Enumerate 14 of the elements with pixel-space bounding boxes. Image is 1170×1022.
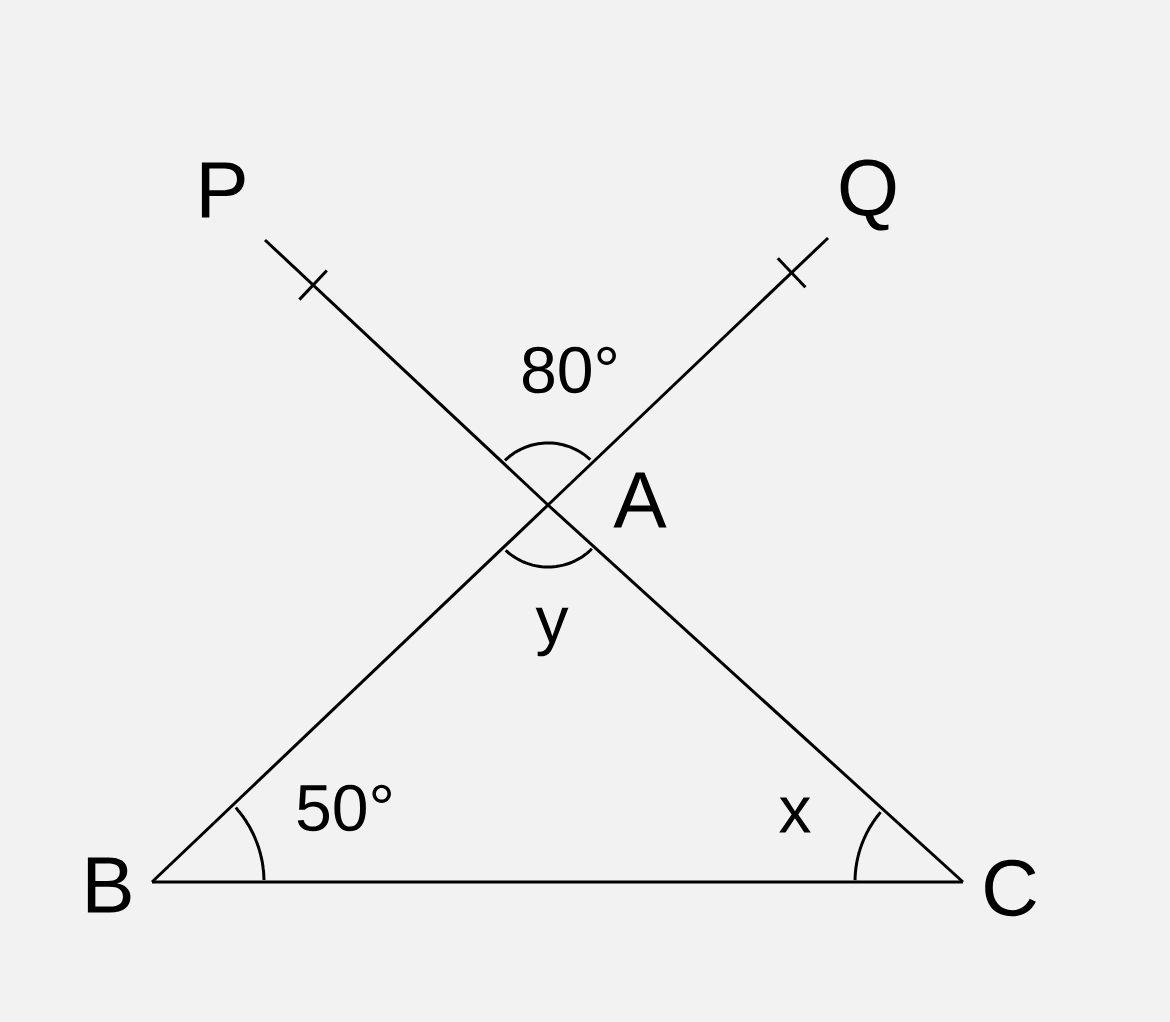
angle-label: x <box>779 797 811 833</box>
point-label: Q <box>840 159 896 231</box>
angle-label: y <box>535 607 569 657</box>
line-segment <box>546 236 830 507</box>
point-label: A <box>613 472 667 528</box>
point-label: P <box>201 162 245 218</box>
line-segment <box>152 880 963 884</box>
line-segment <box>150 503 550 884</box>
point-label: C <box>985 859 1036 917</box>
point-label: B <box>87 857 131 913</box>
line-segment <box>264 238 550 507</box>
angle-label: 50° <box>297 784 391 832</box>
line-segment <box>547 503 964 884</box>
angle-label: 80° <box>522 346 616 394</box>
